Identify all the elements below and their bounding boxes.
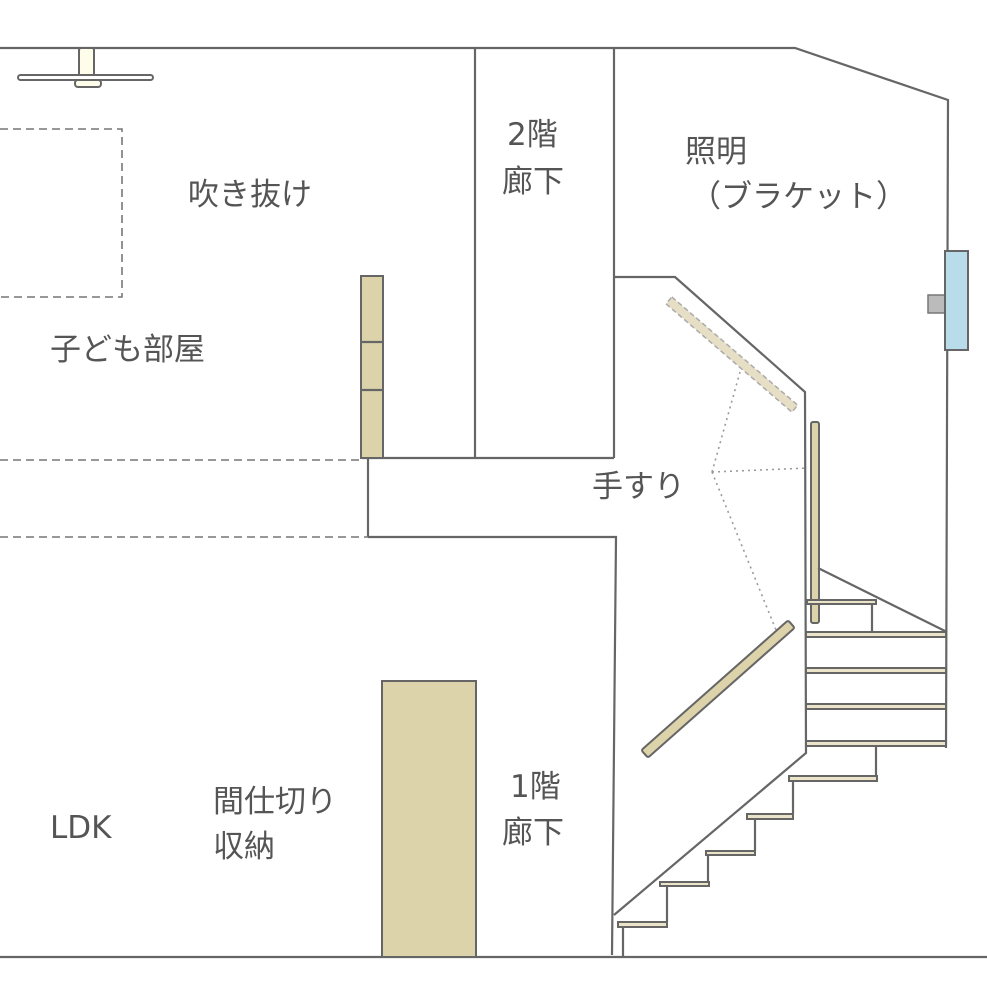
roof-ceiling-line <box>0 46 950 749</box>
bracket-light-icon <box>927 250 969 351</box>
label-kids-room: 子ども部屋 <box>50 332 205 368</box>
label-hall2-line2: 廊下 <box>502 164 564 200</box>
label-ldk: LDK <box>50 810 112 846</box>
atrium-handrail-post <box>360 275 384 459</box>
label-partition-line1: 間仕切り <box>213 784 337 820</box>
upper-stair-flight <box>805 567 948 747</box>
upper-stair-wall <box>613 275 808 916</box>
kids-room-outline <box>0 128 123 298</box>
ceiling-fan-icon <box>17 47 154 88</box>
label-partition-line2: 収納 <box>213 829 275 865</box>
label-atrium: 吹き抜け <box>188 177 312 213</box>
handrail-leader-lines <box>711 371 809 631</box>
upper-handrail <box>664 295 799 414</box>
lower-stair-flight <box>617 746 878 957</box>
label-lighting-line1: 照明 <box>685 134 747 170</box>
lower-handrail <box>641 620 795 758</box>
label-hall1-line1: 1階 <box>510 769 561 805</box>
hall1-wall <box>368 535 618 956</box>
label-hall1-line2: 廊下 <box>502 815 564 851</box>
label-handrail: 手すり <box>592 469 685 505</box>
label-hall2-line1: 2階 <box>507 117 558 153</box>
partition-storage <box>381 680 477 958</box>
label-lighting-line2: （ブラケット） <box>690 179 907 215</box>
vertical-handrail <box>810 421 820 624</box>
